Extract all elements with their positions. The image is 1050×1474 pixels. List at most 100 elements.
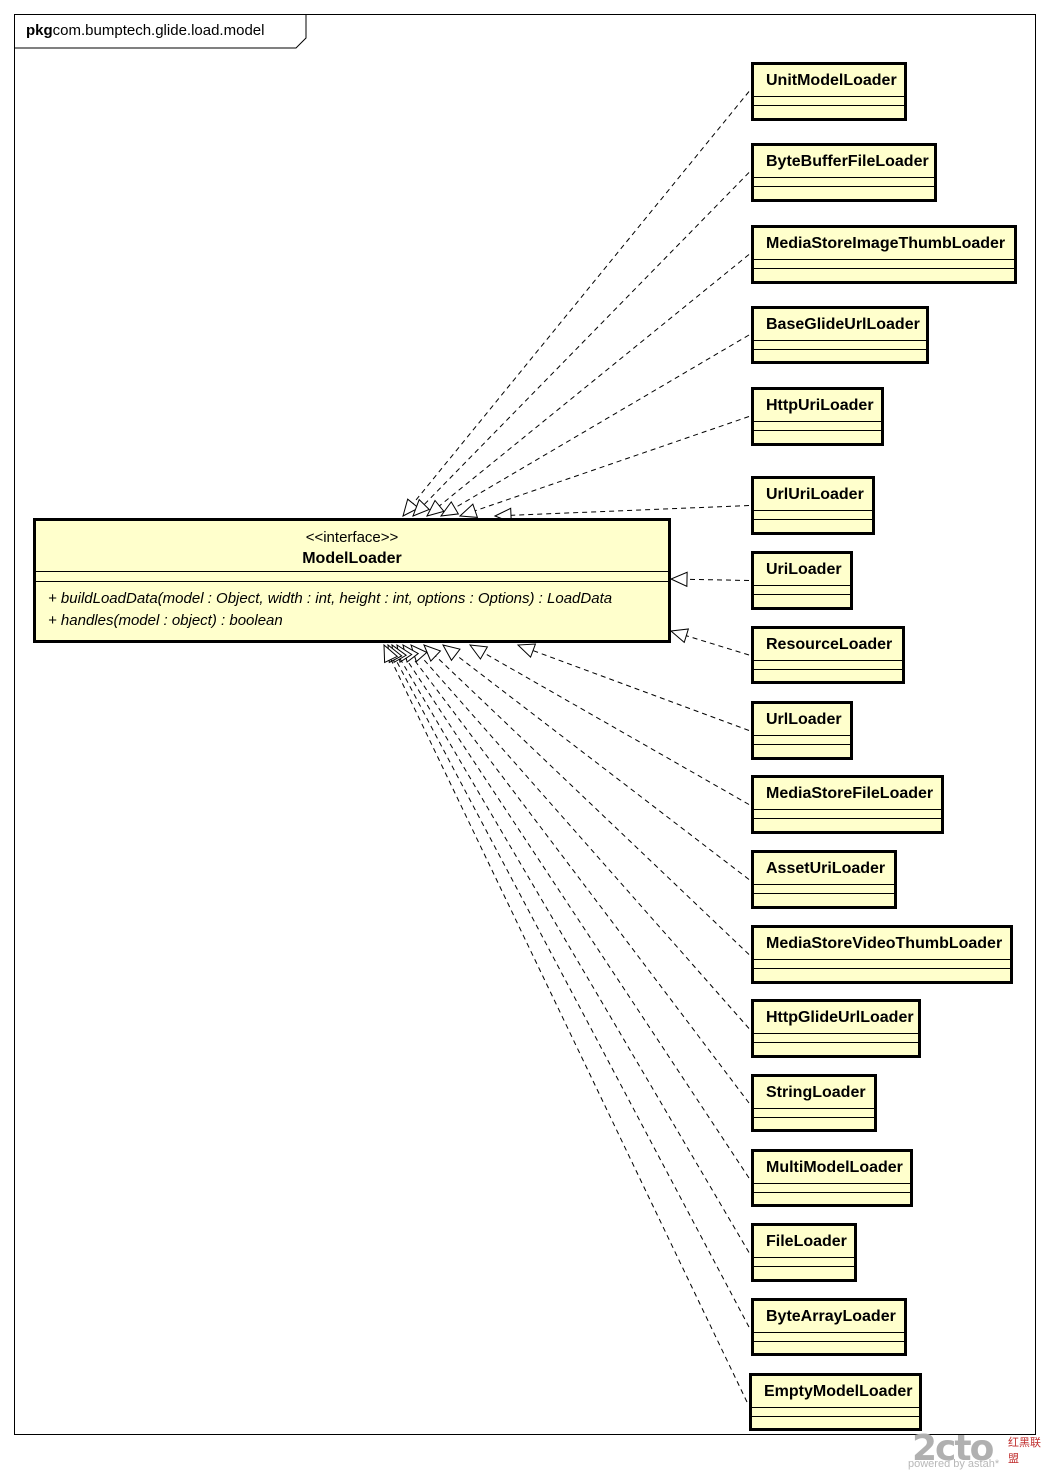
class-file-loader[interactable]: FileLoader [751, 1223, 857, 1282]
realization-arrowhead-byte-buffer-file-loader [412, 498, 431, 517]
realization-arrowhead-resource-loader [669, 628, 690, 644]
class-attributes-compartment [754, 885, 894, 894]
class-name: ResourceLoader [754, 629, 902, 661]
interface-stereotype: <<interface>> [305, 529, 399, 546]
class-attributes-compartment [754, 178, 934, 187]
realization-edge-string-loader [402, 644, 750, 1104]
class-media-store-image-thumb-loader[interactable]: MediaStoreImageThumbLoader [751, 225, 1017, 284]
class-name: MediaStoreVideoThumbLoader [754, 928, 1010, 960]
class-name: UnitModelLoader [754, 65, 904, 97]
class-media-store-file-loader[interactable]: MediaStoreFileLoader [751, 775, 944, 834]
class-multi-model-loader[interactable]: MultiModelLoader [751, 1149, 913, 1207]
realization-edge-resource-loader [670, 630, 750, 656]
class-attributes-compartment [754, 736, 850, 745]
class-name: HttpUriLoader [754, 390, 881, 422]
class-url-loader[interactable]: UrlLoader [751, 701, 853, 760]
class-byte-buffer-file-loader[interactable]: ByteBufferFileLoader [751, 143, 937, 202]
class-name: AssetUriLoader [754, 853, 894, 885]
class-http-uri-loader[interactable]: HttpUriLoader [751, 387, 884, 446]
class-name: StringLoader [754, 1077, 874, 1109]
realization-edge-byte-array-loader [387, 644, 750, 1328]
realization-edge-unit-model-loader [402, 91, 750, 517]
package-label: pkgcom.bumptech.glide.load.model [14, 14, 306, 48]
class-attributes-compartment [754, 661, 902, 670]
realization-arrowhead-media-store-image-thumb-loader [426, 499, 445, 517]
class-name: UriLoader [754, 554, 850, 586]
class-attributes-compartment [754, 586, 850, 595]
class-attributes-compartment [754, 422, 881, 431]
realization-edge-base-glide-url-loader [440, 334, 750, 517]
realization-arrowhead-media-store-video-thumb-loader [423, 644, 442, 663]
interface-operations-compartment: + buildLoadData(model : Object, width : … [36, 582, 668, 632]
realization-arrowhead-asset-uri-loader [442, 644, 461, 662]
class-byte-array-loader[interactable]: ByteArrayLoader [751, 1298, 907, 1356]
realization-arrowhead-media-store-file-loader [468, 644, 489, 660]
class-attributes-compartment [754, 1184, 910, 1193]
realization-edge-url-uri-loader [494, 505, 750, 517]
class-name: HttpGlideUrlLoader [754, 1002, 918, 1034]
class-attributes-compartment [754, 960, 1010, 969]
realization-edge-empty-model-loader [383, 644, 748, 1403]
realization-edge-multi-model-loader [396, 644, 750, 1179]
class-resource-loader[interactable]: ResourceLoader [751, 626, 905, 684]
class-string-loader[interactable]: StringLoader [751, 1074, 877, 1132]
realization-arrowhead-base-glide-url-loader [439, 500, 460, 517]
class-name: FileLoader [754, 1226, 854, 1258]
class-attributes-compartment [754, 511, 872, 520]
class-name: ByteBufferFileLoader [754, 146, 934, 178]
class-media-store-video-thumb-loader[interactable]: MediaStoreVideoThumbLoader [751, 925, 1013, 984]
realization-edge-file-loader [391, 644, 750, 1253]
interface-name: ModelLoader [302, 550, 402, 567]
class-attributes-compartment [754, 810, 941, 819]
class-attributes-compartment [754, 1034, 918, 1043]
site-watermark: 2cto 红黑联盟 powered by astah* [908, 1430, 1048, 1474]
class-name: MediaStoreFileLoader [754, 778, 941, 810]
realization-arrowhead-unit-model-loader [402, 498, 420, 517]
package-tab-outline [14, 14, 307, 49]
class-unit-model-loader[interactable]: UnitModelLoader [751, 62, 907, 121]
class-empty-model-loader[interactable]: EmptyModelLoader [749, 1373, 922, 1431]
interface-attributes-compartment [36, 572, 668, 582]
interface-modelloader[interactable]: <<interface>> ModelLoader + buildLoadDat… [33, 518, 671, 643]
class-name: BaseGlideUrlLoader [754, 309, 926, 341]
class-attributes-compartment [754, 1333, 904, 1342]
realization-edge-http-uri-loader [459, 416, 750, 517]
realization-edge-media-store-video-thumb-loader [423, 644, 750, 955]
realization-edge-media-store-image-thumb-loader [426, 254, 750, 517]
realization-arrowhead-empty-model-loader [383, 643, 399, 664]
class-attributes-compartment [754, 1258, 854, 1267]
class-attributes-compartment [754, 1109, 874, 1118]
class-base-glide-url-loader[interactable]: BaseGlideUrlLoader [751, 306, 929, 364]
class-name: MediaStoreImageThumbLoader [754, 228, 1014, 260]
watermark-sub-text: powered by astah* [908, 1458, 1000, 1470]
package-frame [14, 14, 1036, 1435]
class-name: ByteArrayLoader [754, 1301, 904, 1333]
realization-edge-http-glide-url-loader [410, 644, 750, 1029]
realization-arrowhead-http-uri-loader [458, 503, 479, 518]
class-attributes-compartment [754, 260, 1014, 269]
class-name: EmptyModelLoader [752, 1376, 919, 1408]
class-attributes-compartment [754, 97, 904, 106]
class-name: MultiModelLoader [754, 1152, 910, 1184]
class-asset-uri-loader[interactable]: AssetUriLoader [751, 850, 897, 909]
class-uri-loader[interactable]: UriLoader [751, 551, 853, 610]
interface-header: <<interface>> ModelLoader [36, 521, 668, 572]
operation-handles: + handles(model : object) : boolean [48, 612, 283, 629]
realization-arrowhead-uri-loader [669, 571, 688, 588]
class-url-uri-loader[interactable]: UrlUriLoader [751, 476, 875, 535]
class-attributes-compartment [754, 341, 926, 350]
operation-build-load-data: + buildLoadData(model : Object, width : … [48, 590, 613, 607]
class-http-glide-url-loader[interactable]: HttpGlideUrlLoader [751, 999, 921, 1058]
class-name: UrlUriLoader [754, 479, 872, 511]
package-keyword: pkg [26, 22, 53, 39]
realization-arrowhead-url-loader [516, 643, 537, 659]
package-name: com.bumptech.glide.load.model [52, 22, 265, 39]
class-attributes-compartment [752, 1408, 919, 1417]
watermark-logo: 2cto [912, 1430, 994, 1469]
realization-edge-asset-uri-loader [442, 644, 750, 880]
watermark-side-text: 红黑联盟 [1008, 1437, 1041, 1465]
realization-edges [383, 91, 750, 1403]
class-name: UrlLoader [754, 704, 850, 736]
realization-edge-byte-buffer-file-loader [412, 172, 750, 517]
